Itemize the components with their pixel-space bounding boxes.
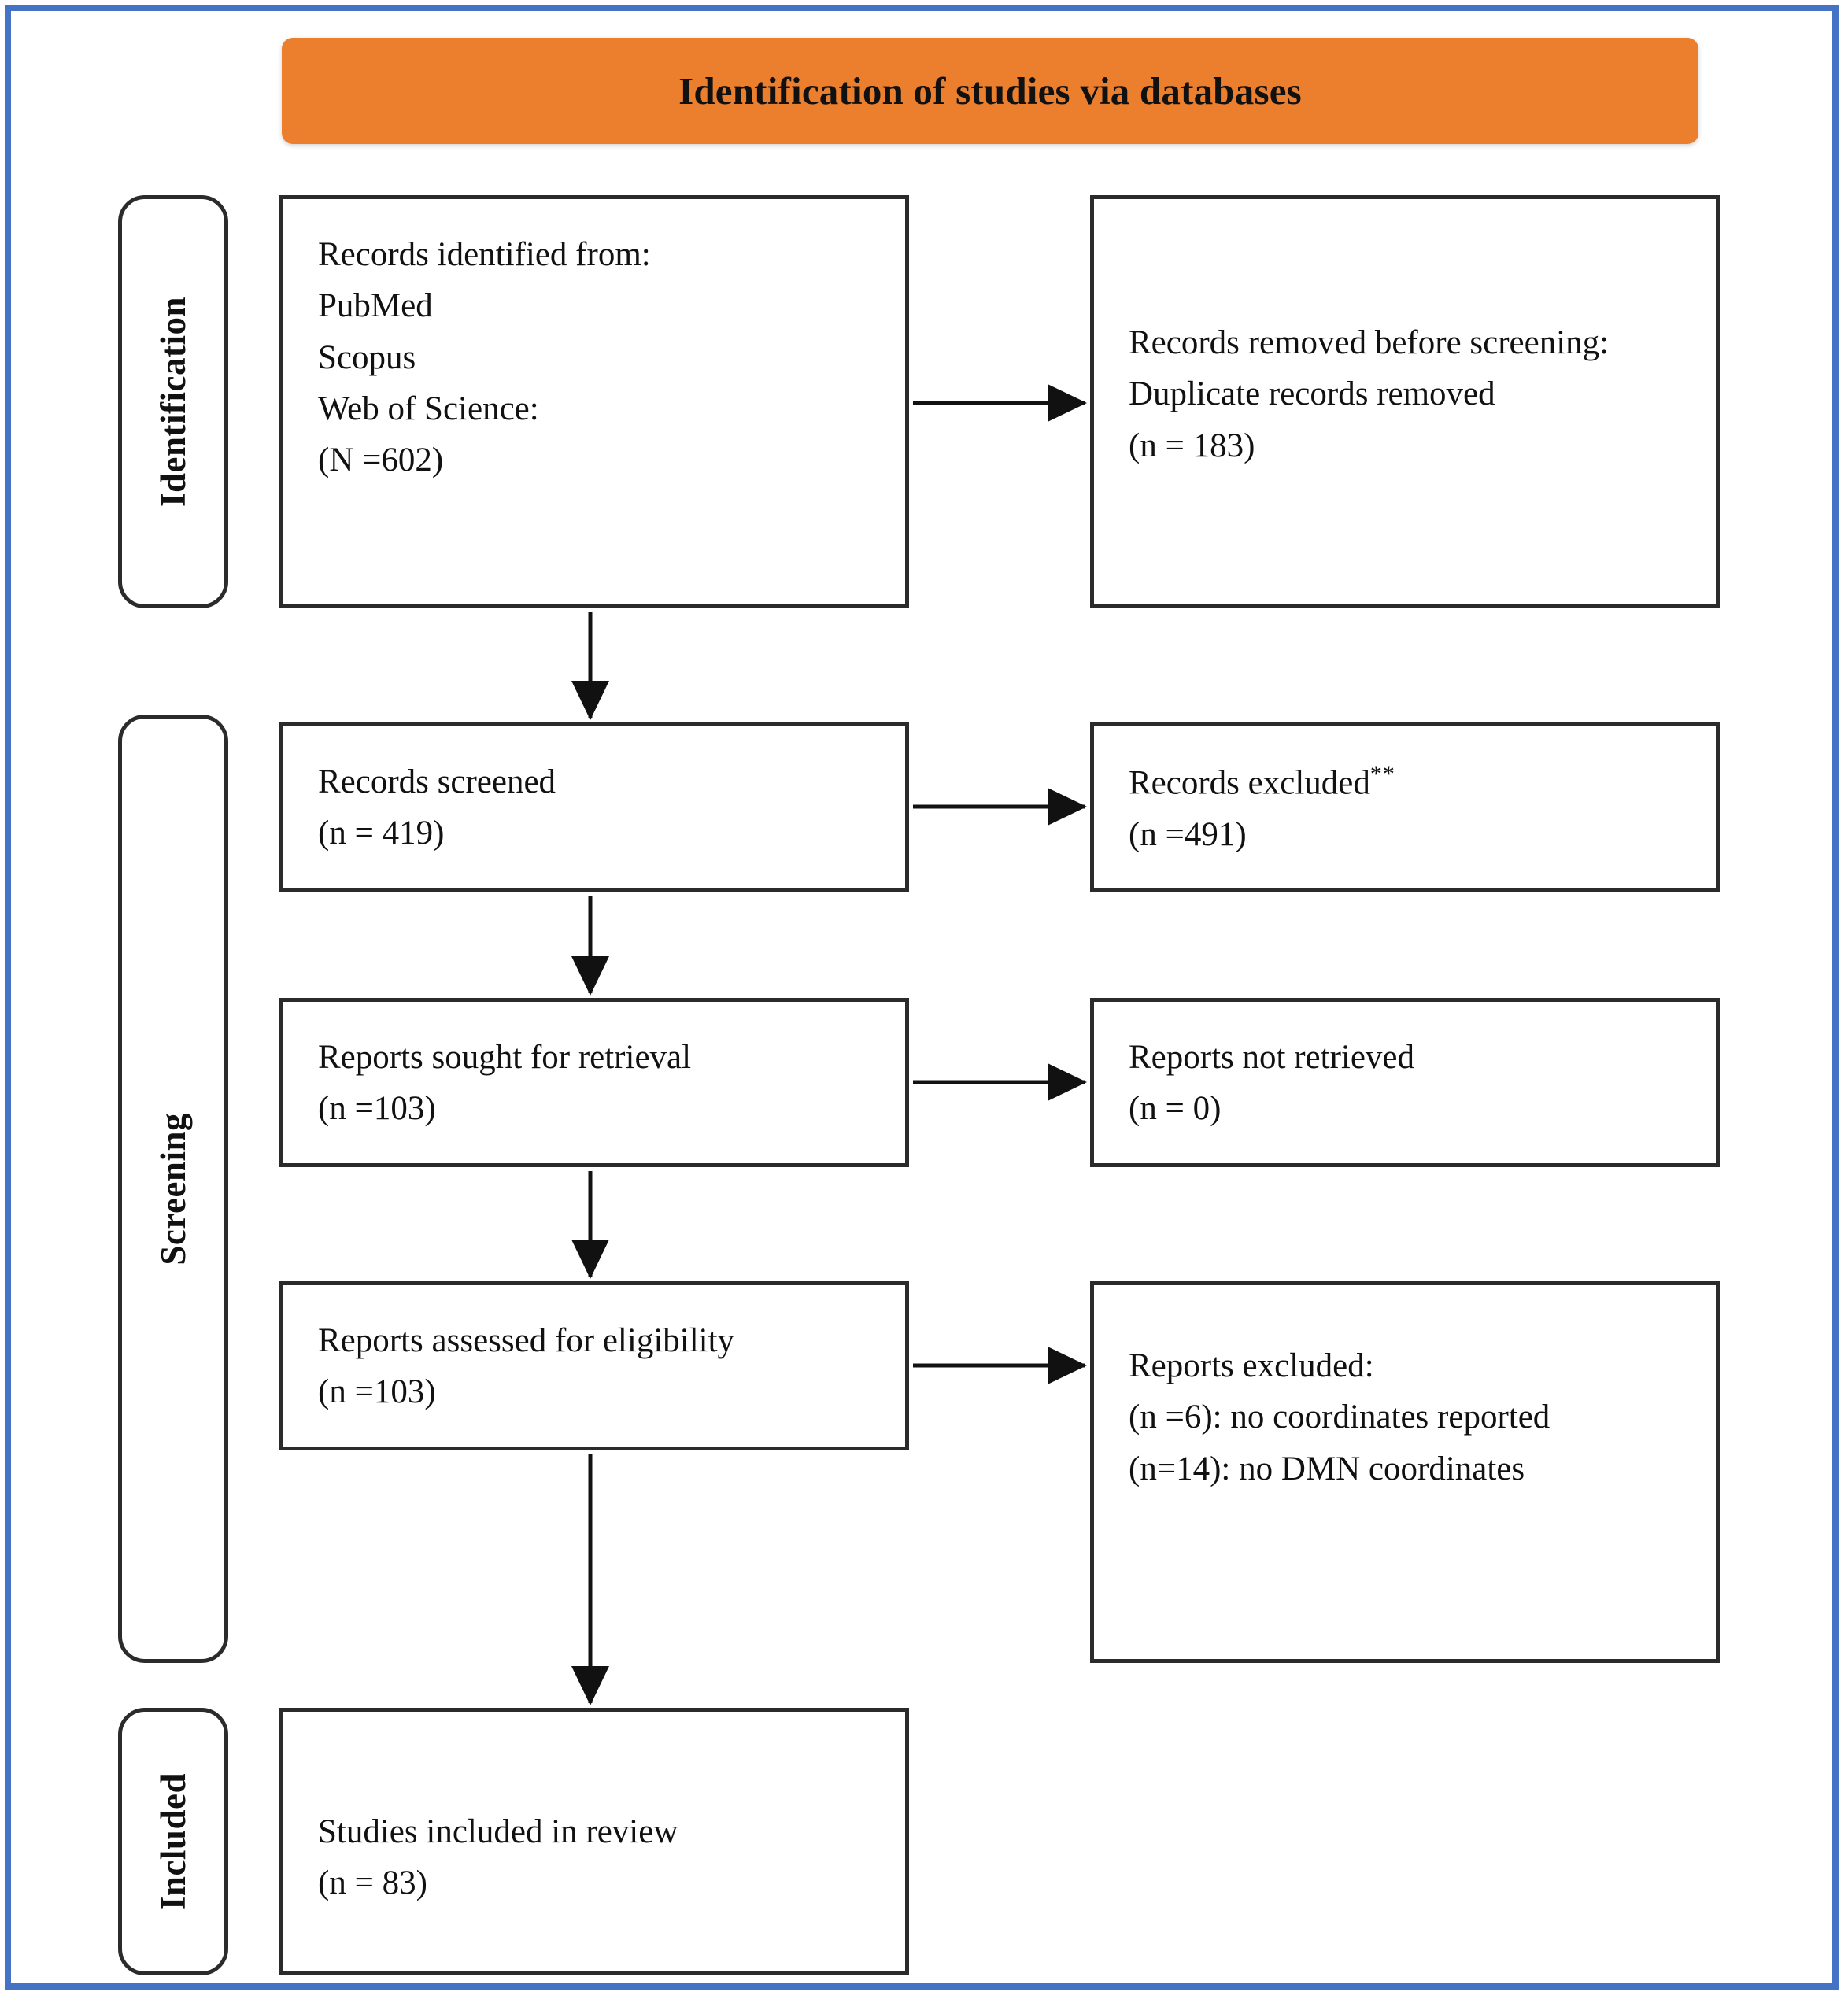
records-excluded-label: Records excluded** [1129,756,1681,809]
records-removed-heading: Records removed before screening: [1129,317,1681,368]
box-studies-included: Studies included in review (n = 83) [279,1708,909,1975]
reports-excluded-reason-2: (n=14): no DMN coordinates [1129,1450,1525,1487]
records-excluded-label-text: Records excluded [1129,764,1370,802]
studies-included-count: (n = 83) [318,1864,427,1902]
stage-label-identification-text: Identification [153,296,193,507]
records-removed-detail: Duplicate records removed [1129,375,1495,413]
records-removed-heading-c: : [1599,324,1610,361]
box-records-excluded: Records excluded** (n =491) [1090,722,1720,892]
records-screened-count: (n = 419) [318,815,445,852]
records-excluded-footnote-marker: ** [1369,761,1395,787]
reports-assessed-label: Reports assessed for eligibility [318,1322,735,1359]
box-reports-assessed: Reports assessed for eligibility (n =103… [279,1281,909,1450]
stage-label-included: Included [118,1708,228,1975]
records-removed-heading-em: before screening [1374,324,1600,361]
box-reports-sought: Reports sought for retrieval (n =103) [279,998,909,1167]
records-identified-line-2: PubMed [318,287,433,325]
reports-assessed-count: (n =103) [318,1373,436,1411]
reports-sought-count: (n =103) [318,1090,436,1128]
records-identified-line-3: Scopus [318,338,416,376]
stage-label-identification: Identification [118,195,228,608]
stage-label-screening-text: Screening [153,1112,193,1266]
reports-not-retrieved-count: (n = 0) [1129,1090,1222,1128]
box-reports-excluded: Reports excluded: (n =6): no coordinates… [1090,1281,1720,1663]
reports-not-retrieved-label: Reports not retrieved [1129,1039,1415,1076]
stage-label-included-text: Included [153,1772,193,1911]
box-records-removed: Records removed before screening: Duplic… [1090,195,1720,608]
records-removed-heading-a: Records removed [1129,324,1375,361]
records-removed-count: (n = 183) [1129,427,1255,464]
diagram-banner: Identification of studies via databases [282,38,1698,144]
studies-included-label: Studies included in review [318,1813,678,1850]
reports-excluded-reason-1: (n =6): no coordinates reported [1129,1399,1550,1436]
box-records-screened: Records screened (n = 419) [279,722,909,892]
stage-label-screening: Screening [118,715,228,1663]
reports-excluded-label: Reports excluded: [1129,1347,1374,1384]
diagram-title: Identification of studies via databases [678,69,1302,113]
records-identified-line-1: Records identified from: [318,236,651,273]
records-identified-count: (N =602) [318,442,444,479]
records-excluded-count: (n =491) [1129,815,1247,853]
records-screened-label: Records screened [318,763,556,800]
box-records-identified: Records identified from: PubMed Scopus W… [279,195,909,608]
reports-sought-label: Reports sought for retrieval [318,1039,692,1076]
records-identified-line-4: Web of Science: [318,390,539,428]
box-reports-not-retrieved: Reports not retrieved (n = 0) [1090,998,1720,1167]
